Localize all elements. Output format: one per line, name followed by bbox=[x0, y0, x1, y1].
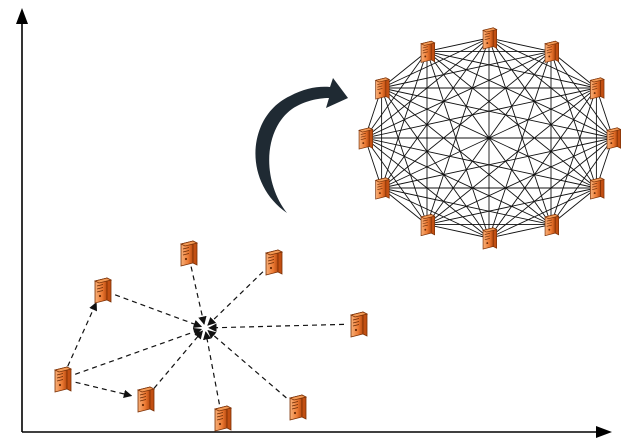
mesh-server-node-7 bbox=[482, 227, 498, 250]
mesh-server-node-8 bbox=[420, 213, 436, 237]
star-server-node-4 bbox=[288, 394, 308, 421]
mesh-link bbox=[426, 50, 614, 139]
dashed-arrow-to-hub bbox=[114, 294, 203, 328]
star-server-node-2 bbox=[264, 249, 284, 276]
mesh-link bbox=[426, 51, 597, 189]
full-mesh-connections bbox=[364, 37, 614, 239]
dashed-arrow bbox=[74, 327, 203, 375]
mesh-link bbox=[426, 51, 552, 225]
mesh-link bbox=[426, 51, 490, 239]
mesh-link bbox=[381, 87, 428, 225]
star-server-node-3 bbox=[349, 311, 369, 338]
mesh-link bbox=[364, 137, 597, 189]
dashed-arrow-to-hub bbox=[203, 331, 220, 405]
mesh-server-node-2 bbox=[544, 40, 560, 63]
mesh-server-node-5 bbox=[589, 177, 606, 200]
mesh-server-node-1 bbox=[482, 27, 498, 50]
hub-spoke-connections bbox=[67, 266, 345, 405]
mesh-link bbox=[381, 137, 614, 189]
dashed-arrow-to-hub bbox=[153, 330, 203, 389]
mesh-link bbox=[381, 51, 552, 189]
dashed-arrow bbox=[75, 381, 133, 399]
dashed-arrow-to-hub bbox=[208, 323, 345, 332]
mesh-link bbox=[364, 87, 597, 139]
mesh-link bbox=[364, 51, 428, 139]
mesh-link bbox=[381, 87, 552, 225]
mesh-link bbox=[488, 37, 552, 225]
axes bbox=[16, 8, 612, 438]
mesh-link bbox=[488, 51, 552, 239]
y-axis-arrowhead bbox=[16, 8, 28, 24]
mesh-cluster bbox=[358, 27, 621, 250]
mesh-link bbox=[488, 37, 552, 52]
mesh-link bbox=[426, 87, 597, 225]
mesh-link bbox=[364, 137, 552, 226]
mesh-link bbox=[381, 87, 490, 239]
star-server-node-6 bbox=[136, 386, 156, 413]
mesh-link bbox=[488, 224, 552, 239]
mesh-server-node-12 bbox=[420, 40, 436, 63]
mesh-link bbox=[426, 224, 490, 239]
mesh-server-node-11 bbox=[374, 77, 391, 100]
dashed-arrow-to-hub bbox=[207, 330, 287, 399]
star-server-node-1 bbox=[179, 240, 199, 267]
star-server-node-8 bbox=[93, 277, 113, 304]
x-axis-arrowhead bbox=[596, 426, 612, 438]
dashed-arrow bbox=[67, 302, 97, 367]
mesh-link bbox=[426, 37, 490, 52]
mesh-server-node-6 bbox=[544, 213, 560, 237]
star-server-node-5 bbox=[213, 405, 233, 432]
mesh-link bbox=[381, 51, 428, 189]
mesh-link bbox=[381, 87, 614, 139]
mesh-server-node-9 bbox=[374, 177, 391, 200]
mesh-link bbox=[426, 37, 490, 225]
mesh-server-node-3 bbox=[589, 77, 606, 100]
mesh-link bbox=[364, 137, 428, 225]
mesh-link bbox=[426, 50, 597, 89]
dashed-arrow-to-hub bbox=[207, 271, 264, 326]
star-server-node-7 bbox=[53, 366, 73, 393]
dashed-arrow-to-hub bbox=[190, 266, 207, 325]
curved-arrow bbox=[255, 78, 348, 213]
mesh-server-node-4 bbox=[606, 127, 621, 150]
mesh-link bbox=[381, 187, 490, 239]
star-cluster bbox=[53, 240, 369, 432]
mesh-server-node-10 bbox=[358, 127, 374, 150]
